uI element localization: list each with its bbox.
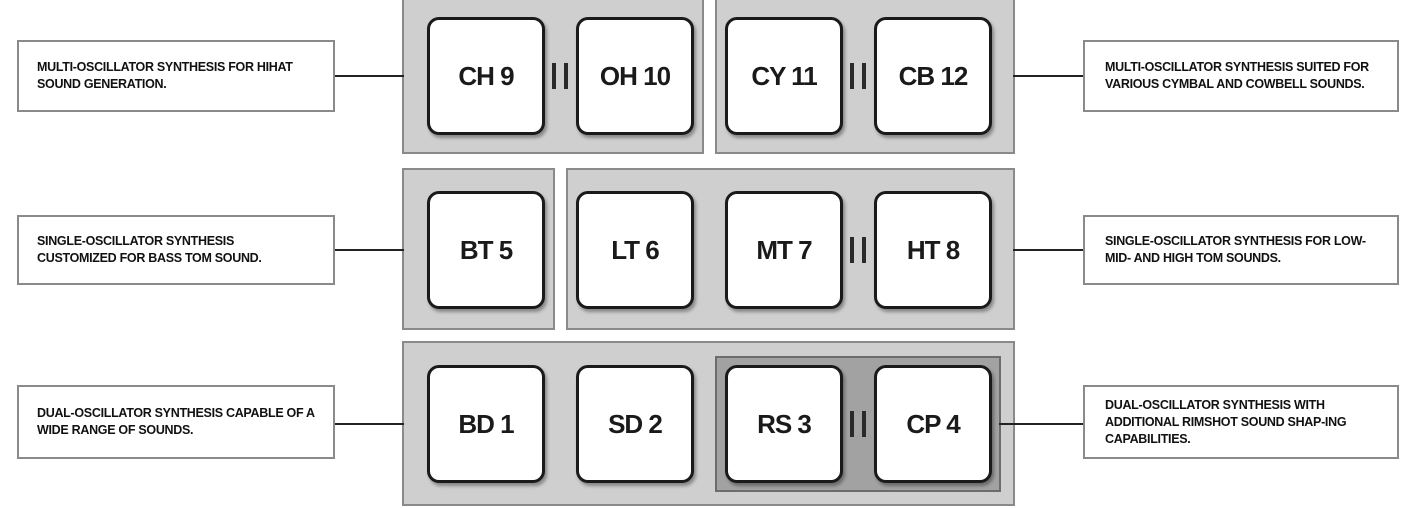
description-text: DUAL-OSCILLATOR SYNTHESIS CAPABLE OF A W… xyxy=(37,406,315,437)
pair-separator-icon xyxy=(850,411,866,437)
rimshot-description: DUAL-OSCILLATOR SYNTHESIS WITH ADDITIONA… xyxy=(1083,385,1399,459)
connector-line xyxy=(999,423,1084,425)
pad-lt6[interactable]: LT 6 xyxy=(576,191,694,309)
pad-cb12[interactable]: CB 12 xyxy=(874,17,992,135)
pad-ch9[interactable]: CH 9 xyxy=(427,17,545,135)
pad-cy11[interactable]: CY 11 xyxy=(725,17,843,135)
connector-line xyxy=(1013,75,1084,77)
pair-separator-icon xyxy=(850,63,866,89)
pad-bt5[interactable]: BT 5 xyxy=(427,191,545,309)
hihat-description: MULTI-OSCILLATOR SYNTHESIS FOR HIHAT SOU… xyxy=(17,40,335,112)
bass-tom-description: SINGLE-OSCILLATOR SYNTHESIS CUSTOMIZED F… xyxy=(17,215,335,285)
description-text: DUAL-OSCILLATOR SYNTHESIS WITH ADDITIONA… xyxy=(1105,397,1347,446)
pair-separator-icon xyxy=(552,63,568,89)
toms-description: SINGLE-OSCILLATOR SYNTHESIS FOR LOW- MID… xyxy=(1083,215,1399,285)
pad-cp4[interactable]: CP 4 xyxy=(874,365,992,483)
connector-line xyxy=(1013,249,1084,251)
description-text: MULTI-OSCILLATOR SYNTHESIS FOR HIHAT SOU… xyxy=(37,60,293,91)
pad-oh10[interactable]: OH 10 xyxy=(576,17,694,135)
connector-line xyxy=(335,75,404,77)
description-text: MULTI-OSCILLATOR SYNTHESIS SUITED FOR VA… xyxy=(1105,60,1369,91)
cymbal-cowbell-description: MULTI-OSCILLATOR SYNTHESIS SUITED FOR VA… xyxy=(1083,40,1399,112)
connector-line xyxy=(335,249,404,251)
description-text: SINGLE-OSCILLATOR SYNTHESIS CUSTOMIZED F… xyxy=(37,234,262,265)
pad-sd2[interactable]: SD 2 xyxy=(576,365,694,483)
dual-oscillator-description: DUAL-OSCILLATOR SYNTHESIS CAPABLE OF A W… xyxy=(17,385,335,459)
pad-bd1[interactable]: BD 1 xyxy=(427,365,545,483)
pair-separator-icon xyxy=(850,237,866,263)
description-text: SINGLE-OSCILLATOR SYNTHESIS FOR LOW- MID… xyxy=(1105,234,1366,265)
pad-rs3[interactable]: RS 3 xyxy=(725,365,843,483)
connector-line xyxy=(335,423,404,425)
pad-mt7[interactable]: MT 7 xyxy=(725,191,843,309)
pad-ht8[interactable]: HT 8 xyxy=(874,191,992,309)
